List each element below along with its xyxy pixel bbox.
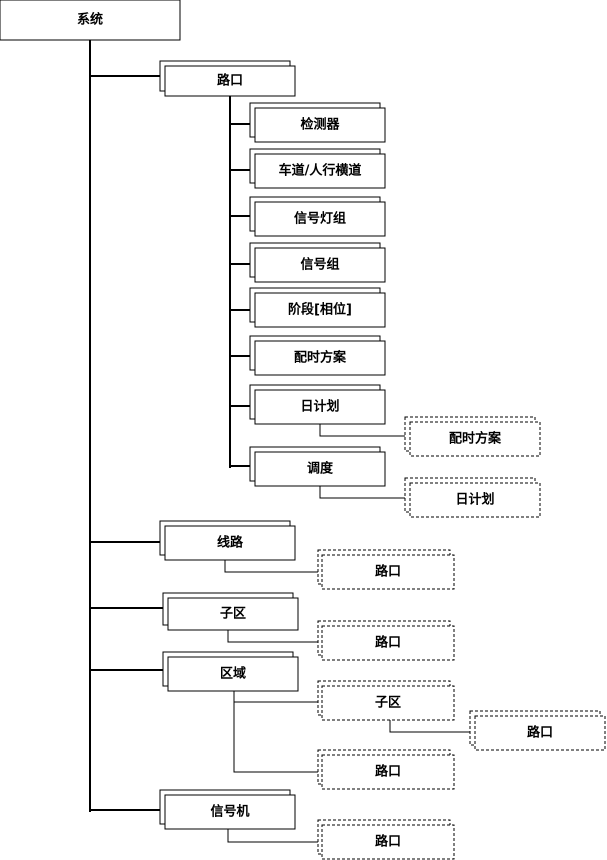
node-signal-group[interactable]: 信号组: [249, 242, 386, 283]
conn-subarea-ref: [227, 630, 322, 643]
node-lane-label: 车道/人行横道: [279, 163, 362, 179]
node-schedule-label: 调度: [307, 461, 334, 477]
node-phase-label: 阶段[相位]: [288, 302, 352, 318]
conn-route-ref: [224, 558, 322, 573]
node-root-box: [0, 0, 181, 41]
node-controller-ref-intersection-label: 路口: [375, 834, 401, 850]
node-root[interactable]: 系统: [0, 0, 181, 41]
node-schedule-ref-day-plan-label: 日计划: [455, 492, 494, 508]
node-controller[interactable]: 信号机: [159, 789, 296, 830]
node-lane[interactable]: 车道/人行横道: [249, 148, 386, 189]
node-detector-label: 检测器: [300, 117, 340, 133]
node-schedule[interactable]: 调度: [249, 446, 386, 487]
node-subarea-ref-intersection-label: 路口: [375, 635, 401, 651]
node-signal-light-group-label: 信号灯组: [294, 211, 346, 227]
node-day-plan-ref-timing-label: 配时方案: [449, 431, 502, 447]
conn-subarea-ref-intersection: [389, 718, 476, 733]
node-region-ref-intersection-label: 路口: [375, 764, 401, 780]
conn-schedule-ref: [319, 482, 410, 499]
node-timing-plan[interactable]: 配时方案: [249, 335, 386, 376]
node-day-plan[interactable]: 日计划: [249, 384, 386, 425]
connector-lines: [89, 40, 476, 843]
node-signal-light-group[interactable]: 信号灯组: [249, 196, 386, 237]
node-region[interactable]: 区域: [162, 651, 299, 692]
node-region-ref-subarea-intersection[interactable]: 路口: [469, 710, 606, 751]
node-controller-label: 信号机: [210, 804, 249, 820]
node-region-label: 区域: [220, 666, 246, 682]
node-subarea-label: 子区: [220, 607, 246, 622]
node-root-label: 系统: [77, 12, 103, 28]
node-intersection[interactable]: 路口: [159, 60, 296, 97]
node-region-ref-subarea[interactable]: 子区: [317, 680, 455, 721]
node-route[interactable]: 线路: [159, 520, 296, 561]
node-schedule-ref-day-plan[interactable]: 日计划: [404, 477, 541, 518]
node-timing-plan-label: 配时方案: [294, 350, 347, 366]
conn-day-plan-ref: [319, 422, 410, 437]
conn-region-ref-intersection: [233, 702, 322, 773]
node-signal-group-label: 信号组: [300, 257, 339, 273]
node-phase[interactable]: 阶段[相位]: [249, 287, 386, 328]
node-day-plan-label: 日计划: [300, 399, 339, 415]
node-subarea[interactable]: 子区: [162, 592, 299, 631]
node-region-ref-subarea-intersection-label: 路口: [527, 725, 553, 741]
node-intersection-label: 路口: [217, 73, 243, 89]
node-route-label: 线路: [217, 535, 244, 551]
node-region-ref-intersection[interactable]: 路口: [317, 749, 455, 790]
node-controller-ref-intersection[interactable]: 路口: [317, 819, 455, 860]
node-route-ref-intersection-label: 路口: [375, 564, 401, 580]
node-route-ref-intersection[interactable]: 路口: [317, 549, 455, 590]
node-day-plan-ref-timing[interactable]: 配时方案: [404, 416, 541, 457]
conn-controller-ref: [227, 828, 322, 843]
node-subarea-ref-intersection[interactable]: 路口: [317, 620, 455, 661]
node-detector[interactable]: 检测器: [249, 102, 386, 143]
node-region-ref-subarea-label: 子区: [375, 696, 401, 711]
